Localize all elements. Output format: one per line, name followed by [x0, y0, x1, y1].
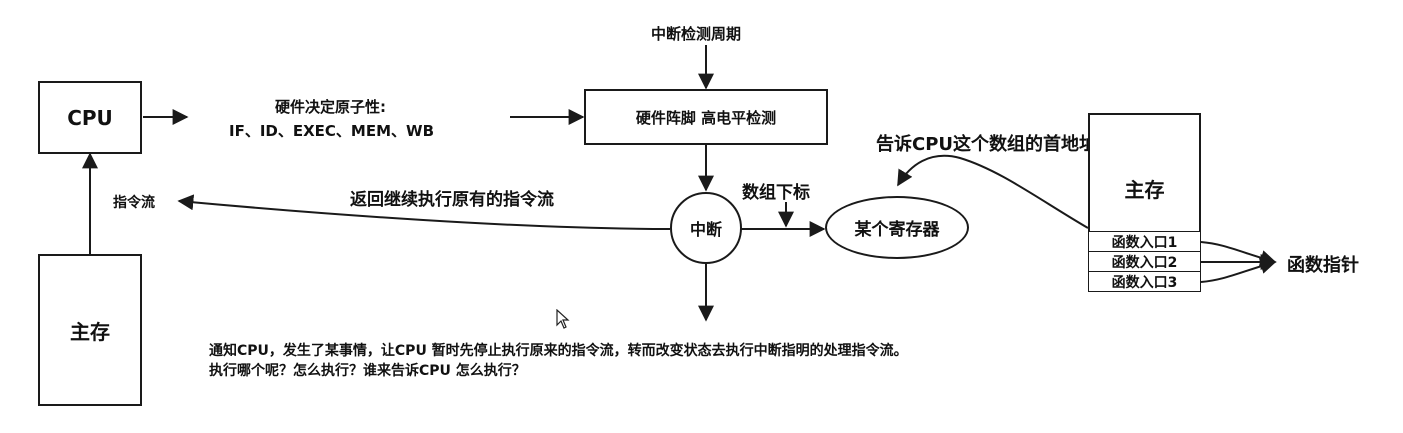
mouse-pointer-icon — [556, 309, 570, 329]
return-label: 返回继续执行原有的指令流 — [350, 190, 554, 210]
function-pointer-label: 函数指针 — [1287, 255, 1359, 276]
memory-slot: 函数入口1 — [1088, 231, 1201, 252]
instruction-stream-label: 指令流 — [113, 195, 155, 211]
memory-right-label: 主存 — [1124, 177, 1165, 202]
memory-slot: 函数入口3 — [1088, 271, 1201, 292]
memory-slot-label: 函数入口2 — [1111, 254, 1178, 271]
memory-slot-label: 函数入口3 — [1111, 274, 1178, 291]
hardware-pin-label: 硬件阵脚 高电平检测 — [635, 108, 777, 127]
cpu-label: CPU — [67, 105, 113, 130]
cpu-box: CPU — [38, 81, 142, 154]
interrupt-node: 中断 — [670, 192, 742, 264]
register-label: 某个寄存器 — [854, 220, 940, 240]
atomicity-line2: IF、ID、EXEC、MEM、WB — [229, 122, 435, 140]
arrow-slot3-to-function-pointer — [1200, 258, 1277, 283]
interrupt-label: 中断 — [689, 220, 722, 239]
memory-slot: 函数入口2 — [1088, 251, 1201, 272]
memory-slot-label: 函数入口1 — [1111, 234, 1178, 251]
atomicity-line1: 硬件决定原子性: — [275, 98, 386, 116]
arrow-slot1-to-function-pointer — [1200, 241, 1277, 266]
tell-cpu-label: 告诉CPU这个数组的首地址 — [876, 134, 1098, 155]
memory-left-label: 主存 — [70, 319, 110, 344]
arrow-memory-to-register — [897, 154, 1089, 229]
hardware-pin-box: 硬件阵脚 高电平检测 — [584, 89, 828, 145]
memory-box-left: 主存 — [38, 254, 142, 406]
memory-box-right: 主存 — [1088, 113, 1201, 233]
arrow-interrupt-to-instruction-stream — [177, 194, 671, 230]
array-index-label: 数组下标 — [742, 183, 810, 203]
register-node: 某个寄存器 — [825, 196, 969, 259]
interrupt-cycle-label: 中断检测周期 — [651, 25, 742, 43]
notes-line1: 通知CPU，发生了某事情，让CPU 暂时先停止执行原来的指令流，转而改变状态去执… — [209, 343, 908, 359]
notes-line2: 执行哪个呢？怎么执行？谁来告诉CPU 怎么执行？ — [209, 363, 526, 379]
